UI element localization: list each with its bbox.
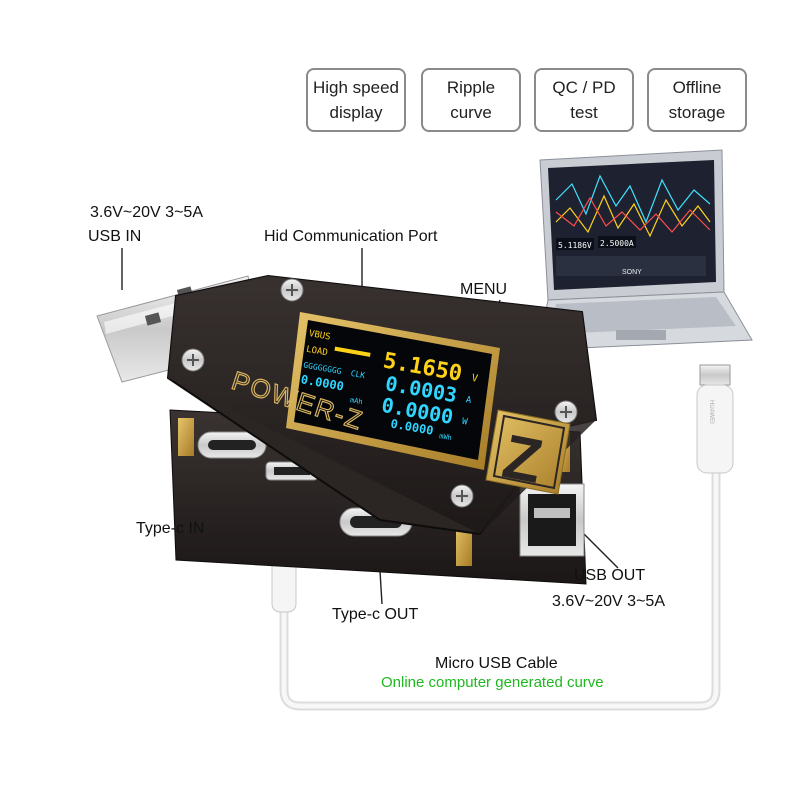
feature-high-speed-display: High speed display: [306, 68, 406, 132]
online-curve-label: Online computer generated curve: [381, 674, 604, 691]
lcd-row4-unit: mAh: [349, 396, 363, 406]
feature-line: Ripple: [446, 78, 496, 97]
feature-line: curve: [450, 103, 492, 122]
lcd-current-unit: A: [465, 395, 473, 406]
typec-in-label: Type-c IN: [136, 520, 205, 537]
usb-out-leader: [577, 527, 619, 569]
lcd-power-unit: W: [461, 417, 469, 428]
feature-line: High speed: [312, 78, 399, 97]
menu-label: MENU: [460, 281, 508, 298]
lcd-voltage-unit: V: [471, 373, 479, 385]
lcd-load: LOAD: [305, 345, 328, 359]
lcd-row4-right-unit: mWh: [439, 432, 453, 442]
z-logo: Z: [485, 409, 571, 497]
feature-line: storage: [668, 103, 726, 122]
laptop-brand: SONY: [622, 269, 642, 276]
laptop: 5.1186V 2.5000A SONY: [537, 149, 753, 351]
laptop-readout-current: 2.5000A: [600, 239, 634, 248]
feature-line: QC / PD: [552, 78, 616, 97]
usb-in-spec: 3.6V~20V 3~5A: [90, 204, 203, 221]
usb-in-label: USB IN: [88, 228, 142, 245]
lcd-clk: CLK: [350, 369, 366, 380]
micro-usb-cable-label: Micro USB Cable: [435, 655, 558, 672]
usb-out-label: USB OUT: [574, 567, 646, 584]
screws: [181, 278, 578, 508]
usb-out-port: [519, 483, 585, 557]
typec-in-port: [197, 431, 267, 459]
cable-brand: HUAWEI: [708, 400, 714, 424]
typec-out-label: Type-c OUT: [332, 606, 419, 623]
lcd-vbus: VBUS: [308, 329, 331, 343]
usb-out-spec: 3.6V~20V 3~5A: [552, 593, 665, 610]
feature-qc-pd-test: QC / PD test: [534, 68, 634, 132]
feature-ripple-curve: Ripple curve: [421, 68, 521, 132]
feature-offline-storage: Offline storage: [647, 68, 747, 132]
feature-line: display: [329, 103, 383, 122]
feature-line: test: [570, 103, 598, 122]
laptop-readout-voltage: 5.1186V: [558, 241, 592, 250]
hid-port-label: Hid Communication Port: [264, 228, 438, 245]
lcd-display: VBUS LOAD 5.1650 V GGGGGGGG CLK 0.0003 A…: [286, 312, 500, 470]
feature-line: Offline: [672, 78, 722, 97]
